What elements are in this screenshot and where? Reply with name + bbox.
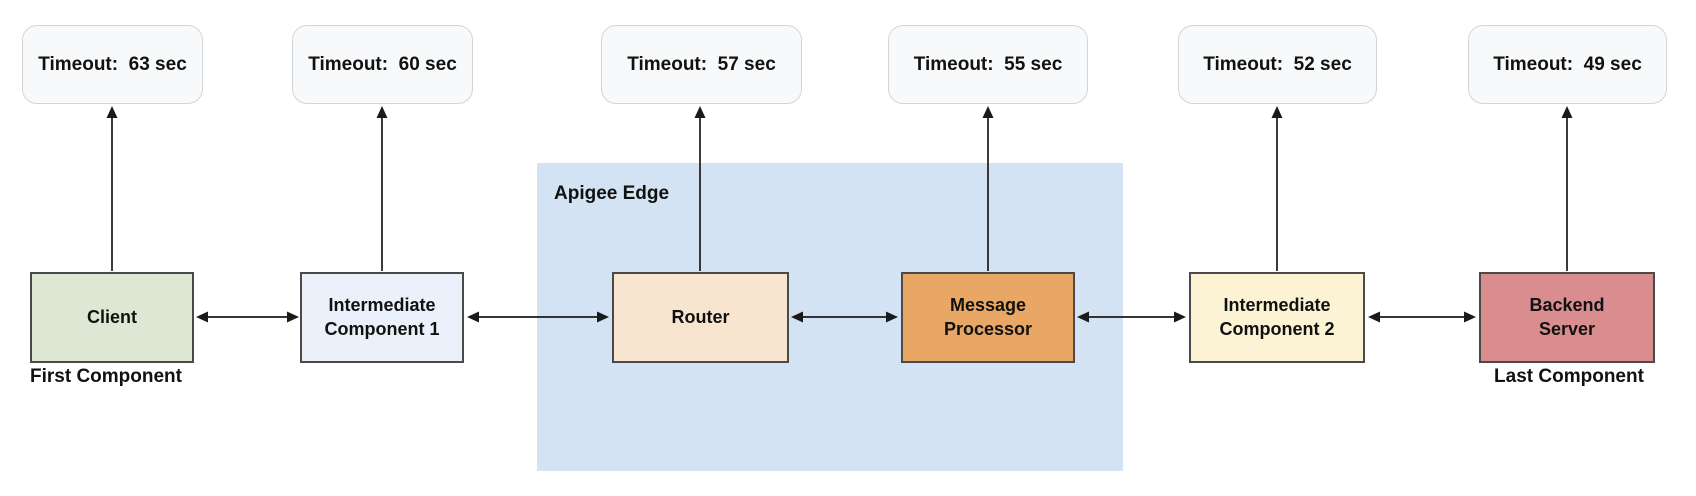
component-box-message-processor: Message Processor [901, 272, 1075, 363]
arrow-backend-to-timeout [1561, 106, 1573, 271]
timeout-text: Timeout: 52 sec [1203, 53, 1352, 75]
arrow-client-intermediate1 [196, 311, 299, 323]
last-component-caption: Last Component [1494, 366, 1644, 387]
timeout-box-router: Timeout: 57 sec [601, 25, 802, 104]
component-box-router: Router [612, 272, 789, 363]
component-box-intermediate2: Intermediate Component 2 [1189, 272, 1365, 363]
arrow-intermediate2-to-timeout [1271, 106, 1283, 271]
arrow-intermediate1-to-timeout [376, 106, 388, 271]
arrow-message-processor-to-timeout [982, 106, 994, 271]
timeout-text: Timeout: 49 sec [1493, 53, 1642, 75]
apigee-edge-label: Apigee Edge [554, 183, 670, 204]
component-label: Intermediate Component 2 [1219, 294, 1335, 339]
arrow-router-to-timeout [694, 106, 706, 271]
timeout-text: Timeout: 57 sec [627, 53, 776, 75]
first-component-caption: First Component [30, 366, 182, 387]
component-label: Intermediate Component 1 [324, 294, 440, 339]
component-label: Router [671, 306, 730, 327]
arrow-intermediate2-backend [1368, 311, 1476, 323]
timeout-box-backend: Timeout: 49 sec [1468, 25, 1667, 104]
arrow-router-message-processor [791, 311, 898, 323]
arrow-intermediate1-router [467, 311, 609, 323]
component-label: Backend Server [1529, 294, 1605, 339]
timeout-box-client: Timeout: 63 sec [22, 25, 203, 104]
timeout-text: Timeout: 60 sec [308, 53, 457, 75]
component-label: Client [86, 306, 137, 327]
arrow-client-to-timeout [106, 106, 118, 271]
component-box-intermediate1: Intermediate Component 1 [300, 272, 464, 363]
arrow-message-processor-intermediate2 [1077, 311, 1186, 323]
component-label: Message Processor [943, 294, 1033, 339]
timeout-box-intermediate2: Timeout: 52 sec [1178, 25, 1377, 104]
component-box-client: Client [30, 272, 194, 363]
timeout-box-message-processor: Timeout: 55 sec [888, 25, 1088, 104]
timeout-box-intermediate1: Timeout: 60 sec [292, 25, 473, 104]
timeout-text: Timeout: 55 sec [913, 53, 1063, 75]
component-box-backend: Backend Server [1479, 272, 1655, 363]
timeout-text: Timeout: 63 sec [38, 53, 187, 75]
